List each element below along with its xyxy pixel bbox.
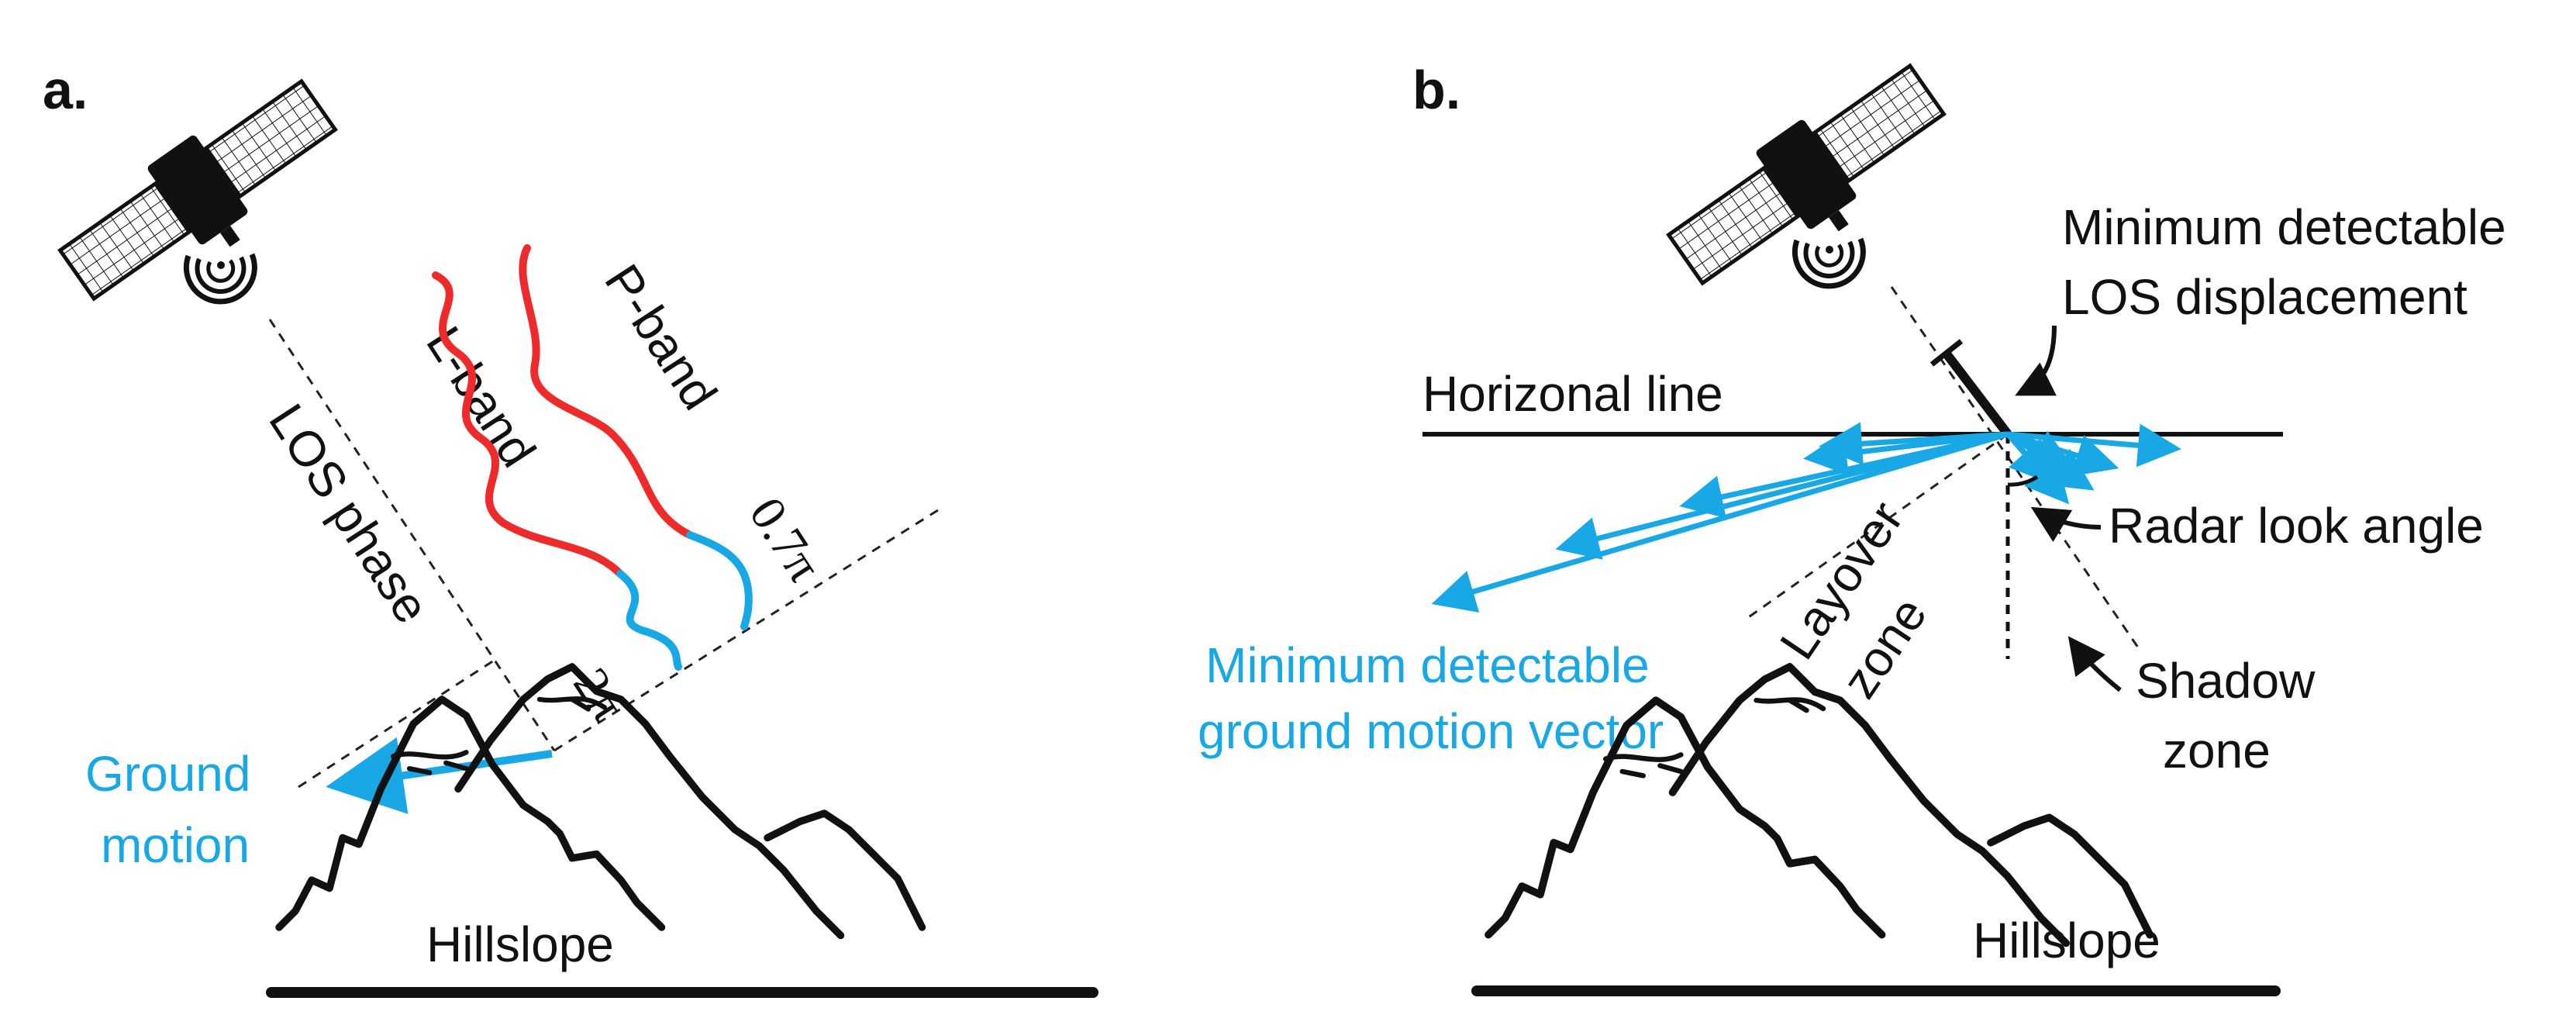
panel-a-label: a. (43, 60, 88, 120)
min-los-label-line1: Minimum detectable (2062, 199, 2506, 255)
hillslope-label-a: Hillslope (426, 916, 614, 972)
look-angle-arc (2007, 475, 2039, 487)
los-phase-label: LOS phase (258, 394, 440, 633)
min-ground-label-line1: Minimum detectable (1205, 637, 1650, 693)
mountain-icon (279, 667, 922, 936)
wavefront-line-a (553, 509, 939, 752)
ground-motion-vector-fan (1431, 422, 2181, 613)
min-los-pointer (2015, 325, 2057, 396)
arrow-icon (326, 737, 553, 814)
shadow-label-line1: Shadow (2136, 653, 2316, 709)
shadow-label-line2: zone (2163, 723, 2271, 778)
phase-07pi-label: 0.7π (739, 488, 833, 591)
p-band-label: P-band (594, 254, 728, 419)
los-line-b (1890, 286, 2140, 648)
radar-look-angle-label: Radar look angle (2109, 498, 2484, 554)
los-line-a (268, 319, 556, 751)
look-angle-pointer (2030, 506, 2102, 543)
layover-boundary-line (1743, 433, 2009, 622)
satellite-icon-b (1658, 50, 1964, 312)
satellite-icon (50, 66, 356, 328)
ground-motion-label-line1: Ground (85, 746, 250, 802)
horizontal-line-label: Horizonal line (1422, 366, 1723, 422)
l-band-label: L-band (416, 316, 547, 476)
hillslope-label-b: Hillslope (1973, 913, 2160, 968)
min-ground-label-line2: ground motion vector (1198, 703, 1664, 759)
min-los-bar (1929, 339, 2012, 437)
ground-motion-label-line2: motion (101, 817, 250, 873)
l-band-wave (432, 271, 682, 671)
min-los-label-line2: LOS displacement (2062, 269, 2467, 325)
shadow-pointer (2067, 636, 2122, 692)
p-band-wave (519, 244, 753, 630)
panel-b-label: b. (1412, 60, 1460, 120)
